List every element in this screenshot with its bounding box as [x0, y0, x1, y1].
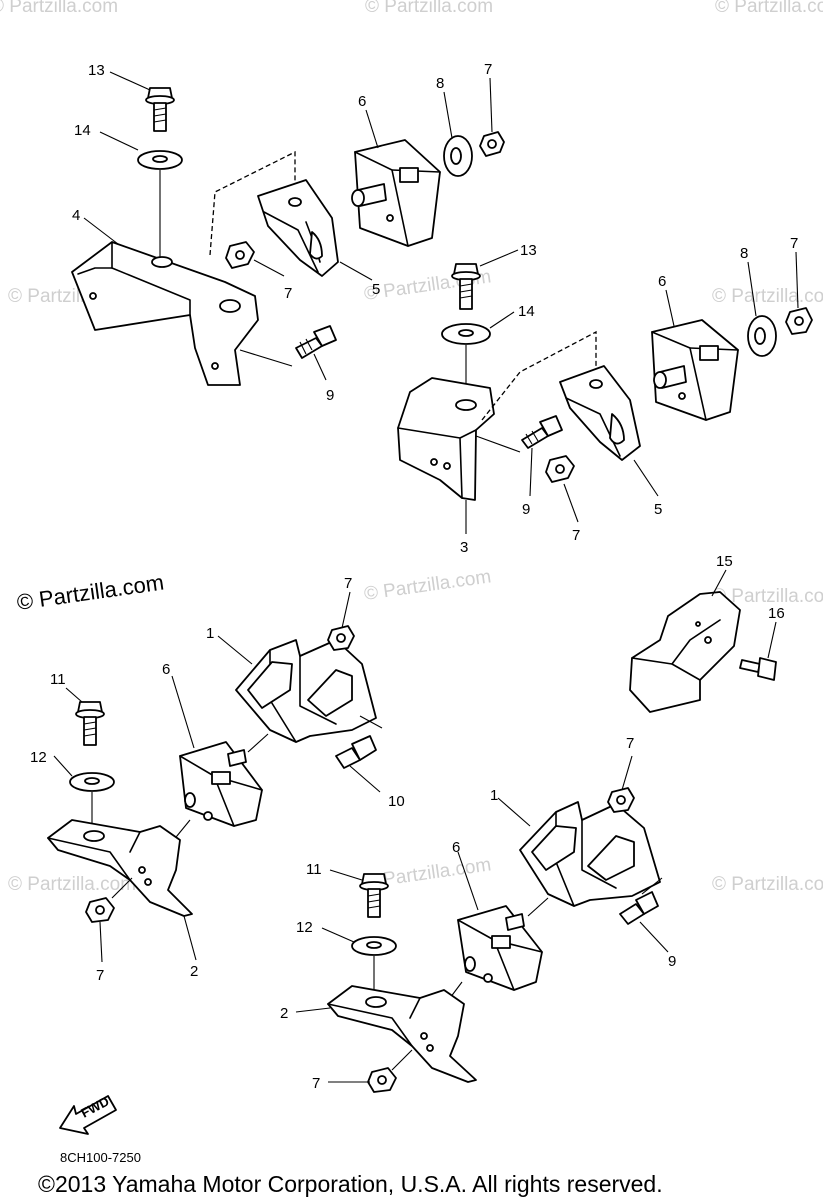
watermark: © Partzilla.com	[365, 0, 493, 17]
callout-6: 6	[162, 661, 170, 678]
nut-7-b	[225, 241, 255, 269]
callout-11: 11	[306, 861, 322, 878]
nut-7-h	[367, 1067, 397, 1093]
callout-1: 1	[206, 625, 214, 642]
bracket-3	[397, 377, 495, 501]
bolt-11-a	[75, 701, 105, 746]
callout-6: 6	[358, 93, 366, 110]
watermark: © Partzilla.com	[8, 874, 136, 895]
group-part-15	[629, 591, 777, 713]
bolt-11-b	[359, 873, 389, 918]
bolt-16	[739, 657, 777, 681]
group-bottom-right	[327, 787, 663, 1093]
bracket-15	[629, 591, 741, 713]
callout-2: 2	[280, 1005, 288, 1022]
callout-9: 9	[668, 953, 676, 970]
callout-numbers: 13 14 4 6 8 7 7 5 9 13 14 6 8 7 9 7 5 3 …	[30, 61, 798, 1092]
callout-1: 1	[490, 787, 498, 804]
bracket-2-a	[47, 819, 193, 917]
callout-8: 8	[740, 245, 748, 262]
part-code: 8CH100-7250	[60, 1150, 141, 1165]
washer-8-a	[443, 135, 473, 177]
callout-7: 7	[284, 285, 292, 302]
callout-7: 7	[572, 527, 580, 544]
callout-9: 9	[326, 387, 334, 404]
callout-7: 7	[484, 61, 492, 78]
bracket-1-a	[235, 639, 377, 743]
callout-7: 7	[344, 575, 352, 592]
callout-7: 7	[790, 235, 798, 252]
nut-7-d	[545, 455, 575, 483]
nut-7-g	[607, 787, 635, 813]
washer-12-b	[351, 936, 397, 956]
nut-7-a	[479, 131, 505, 157]
rubber-mount-6-a	[351, 139, 441, 247]
bolt-9-a	[295, 325, 337, 359]
washer-14-a	[137, 150, 183, 170]
watermark: © Partzilla.com	[0, 0, 118, 17]
rubber-mount-6-b	[651, 319, 739, 421]
bracket-1-b	[519, 801, 661, 907]
nut-7-c	[785, 307, 813, 335]
group-top-left	[71, 87, 505, 386]
callout-13: 13	[88, 62, 105, 79]
callout-14: 14	[74, 122, 91, 139]
mount-5-b	[559, 365, 641, 461]
rubber-mount-6-c	[179, 741, 263, 827]
watermark: © Partzilla.com	[363, 566, 493, 605]
washer-12-a	[69, 772, 115, 792]
callout-7: 7	[96, 967, 104, 984]
watermark: © Partzilla.com	[712, 874, 823, 895]
bolt-9-c	[619, 891, 659, 925]
mount-5-a	[257, 179, 339, 277]
callout-4: 4	[72, 207, 80, 224]
callout-10: 10	[388, 793, 405, 810]
callout-15: 15	[716, 553, 733, 570]
callout-14: 14	[518, 303, 535, 320]
callout-5: 5	[654, 501, 662, 518]
callout-11: 11	[50, 671, 66, 688]
leader-lines	[53, 71, 799, 1083]
rubber-mount-6-d	[457, 905, 543, 991]
callout-8: 8	[436, 75, 444, 92]
callout-7: 7	[626, 735, 634, 752]
bolt-13-a	[145, 87, 175, 132]
callout-9: 9	[522, 501, 530, 518]
callout-2: 2	[190, 963, 198, 980]
fwd-arrow-icon: FWD	[59, 1094, 117, 1135]
callout-6: 6	[452, 839, 460, 856]
watermark: © Partzilla.com	[715, 0, 823, 17]
callout-12: 12	[30, 749, 47, 766]
callout-7: 7	[312, 1075, 320, 1092]
watermark: © Partzilla.com	[712, 286, 823, 307]
callout-3: 3	[460, 539, 468, 556]
washer-8-b	[747, 315, 777, 357]
bolt-10	[335, 735, 377, 769]
bolt-9-b	[521, 415, 563, 449]
watermark: © Partzilla.com	[712, 586, 823, 607]
bracket-4	[71, 241, 259, 386]
bolt-13-b	[451, 263, 481, 310]
callout-12: 12	[296, 919, 313, 936]
group-bottom-left	[47, 625, 383, 923]
washer-14-b	[441, 323, 491, 345]
partzilla-watermark-main: © Partzilla.com	[15, 570, 165, 615]
bracket-2-b	[327, 985, 477, 1083]
callout-5: 5	[372, 281, 380, 298]
nut-7-f	[85, 897, 115, 923]
copyright-text: ©2013 Yamaha Motor Corporation, U.S.A. A…	[38, 1171, 663, 1197]
group-top-right	[397, 263, 813, 501]
callout-13: 13	[520, 242, 537, 259]
callout-6: 6	[658, 273, 666, 290]
nut-7-e	[327, 625, 355, 651]
callout-16: 16	[768, 605, 785, 622]
